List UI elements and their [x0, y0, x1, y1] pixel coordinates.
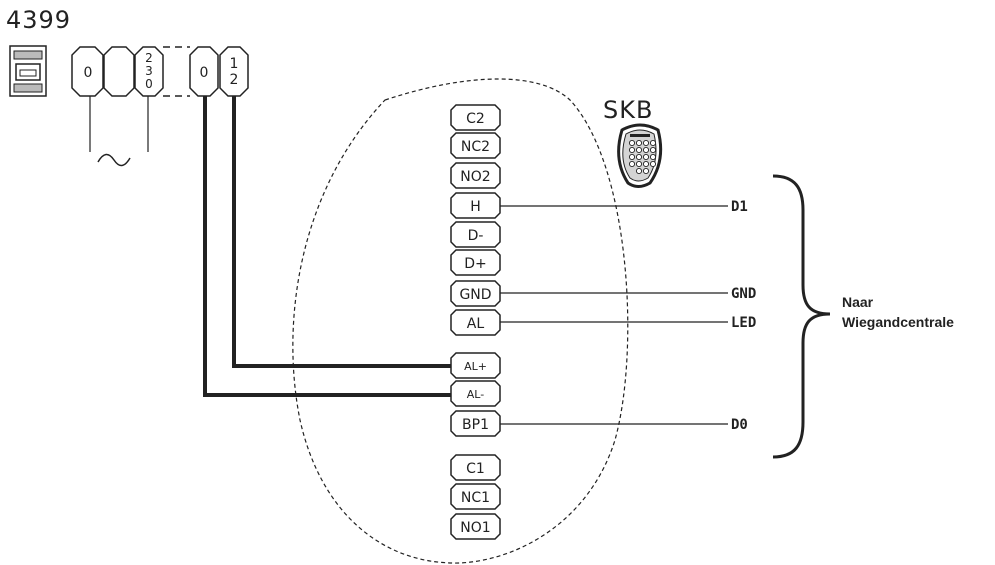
terminal-label: C2 — [466, 111, 485, 127]
terminal-label: 0 — [84, 65, 93, 81]
power-terminal-blank — [103, 46, 135, 97]
terminal-no1: NO1 — [450, 513, 501, 540]
reader-label: SKB — [603, 96, 654, 124]
terminal-label: NO2 — [460, 169, 490, 185]
terminal-label: AL- — [467, 388, 484, 401]
terminal-h: H — [450, 192, 501, 219]
svg-text:2: 2 — [230, 72, 239, 88]
terminal-gnd: GND — [450, 280, 501, 307]
signal-d1: D1 — [731, 199, 748, 215]
ac-symbol-icon — [97, 153, 131, 167]
din-module-icon — [9, 45, 47, 97]
signal-gnd: GND — [731, 286, 756, 302]
power-unit-label: 4399 — [6, 6, 72, 34]
svg-text:3: 3 — [145, 64, 153, 78]
terminal-al-plus: AL+ — [450, 352, 501, 379]
terminal-no2: NO2 — [450, 162, 501, 189]
terminal-label: D- — [468, 228, 484, 244]
svg-text:0: 0 — [145, 77, 153, 91]
power-terminal-12: 1 2 — [219, 46, 249, 97]
terminal-label: AL+ — [464, 360, 487, 373]
reader-boundary — [292, 78, 629, 564]
wire-0v-to-al-minus — [203, 96, 451, 397]
terminal-label: D+ — [464, 256, 487, 272]
terminal-label: NC2 — [461, 139, 490, 155]
destination-line2: Wiegandcentrale — [842, 314, 954, 330]
terminal-d-plus: D+ — [450, 249, 501, 276]
terminal-label: NO1 — [460, 520, 490, 536]
terminal-label: NC1 — [461, 490, 490, 506]
terminal-label: BP1 — [462, 417, 489, 433]
power-terminal-0-a: 0 — [71, 46, 104, 97]
terminal-c1: C1 — [450, 454, 501, 481]
terminal-label: AL — [467, 316, 485, 332]
signal-d0: D0 — [731, 417, 748, 433]
svg-text:0: 0 — [200, 65, 209, 81]
curly-brace-icon — [772, 174, 831, 459]
terminal-nc1: NC1 — [450, 483, 501, 510]
keypad-reader-icon — [617, 123, 663, 188]
svg-text:1: 1 — [230, 56, 239, 72]
destination-line1: Naar — [842, 294, 874, 310]
terminal-nc2: NC2 — [450, 132, 501, 159]
power-terminal-0-b: 0 — [189, 46, 219, 97]
wire-12v-to-al-plus — [232, 96, 451, 368]
terminal-label: C1 — [466, 461, 485, 477]
power-terminal-230: 2 3 0 — [134, 46, 164, 97]
terminal-bp1: BP1 — [450, 410, 501, 437]
terminal-label: GND — [459, 287, 491, 303]
svg-text:2: 2 — [145, 51, 153, 65]
terminal-label: H — [470, 199, 481, 215]
terminal-d-minus: D- — [450, 221, 501, 248]
terminal-c2: C2 — [450, 104, 501, 131]
signal-led: LED — [731, 315, 756, 331]
terminal-al-minus: AL- — [450, 380, 501, 407]
terminal-al: AL — [450, 309, 501, 336]
